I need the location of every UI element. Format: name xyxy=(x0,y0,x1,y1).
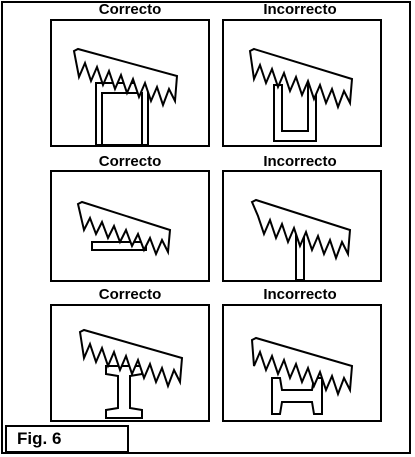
saw-on-flat-bar-illustration xyxy=(76,200,172,257)
panel-channel-incorrect xyxy=(222,19,382,147)
panel-i-beam-incorrect xyxy=(222,304,382,422)
panel-flat-bar-correct xyxy=(50,170,210,282)
saw-on-standing-bar-illustration xyxy=(250,198,352,280)
panel-square-tube-correct xyxy=(50,19,210,147)
panel-label-incorrect: Incorrecto xyxy=(263,153,337,170)
saw-on-channel-illustration xyxy=(248,47,354,142)
panel-label-correct: Correcto xyxy=(98,286,162,303)
panel-label-incorrect: Incorrecto xyxy=(263,1,337,18)
panel-label-correct: Correcto xyxy=(98,1,162,18)
saw-on-upright-i-beam-illustration xyxy=(78,328,184,419)
panel-i-beam-correct xyxy=(50,304,210,422)
panel-label-correct: Correcto xyxy=(98,153,162,170)
panel-flat-bar-incorrect xyxy=(222,170,382,282)
panel-label-incorrect: Incorrecto xyxy=(263,286,337,303)
saw-on-sideways-i-beam-illustration xyxy=(250,336,354,415)
saw-on-square-tube-illustration xyxy=(72,47,179,145)
figure-number-label: Fig. 6 xyxy=(5,425,129,453)
figure-frame xyxy=(1,1,411,454)
